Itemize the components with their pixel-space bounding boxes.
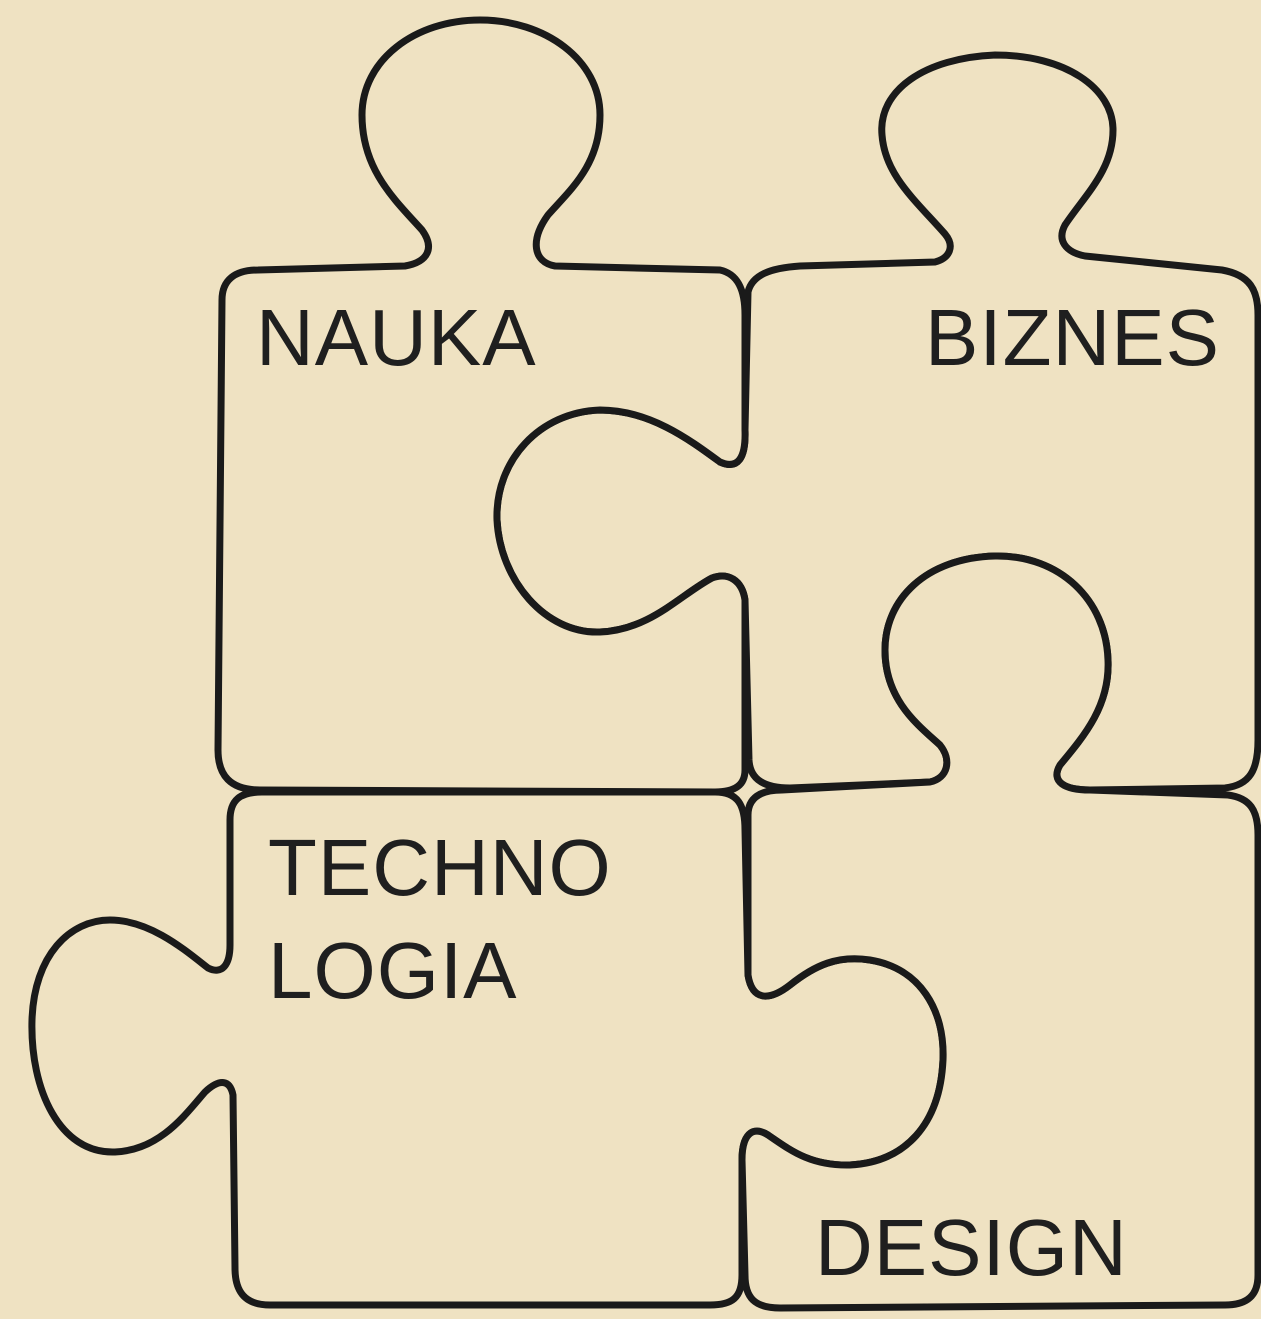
label-technologia-line2: LOGIA (268, 926, 518, 1015)
label-design: DESIGN (815, 1203, 1128, 1292)
label-technologia-line1: TECHNO (268, 823, 612, 912)
label-biznes: BIZNES (925, 293, 1220, 382)
puzzle-piece-nauka (218, 20, 745, 792)
label-nauka: NAUKA (256, 293, 537, 382)
